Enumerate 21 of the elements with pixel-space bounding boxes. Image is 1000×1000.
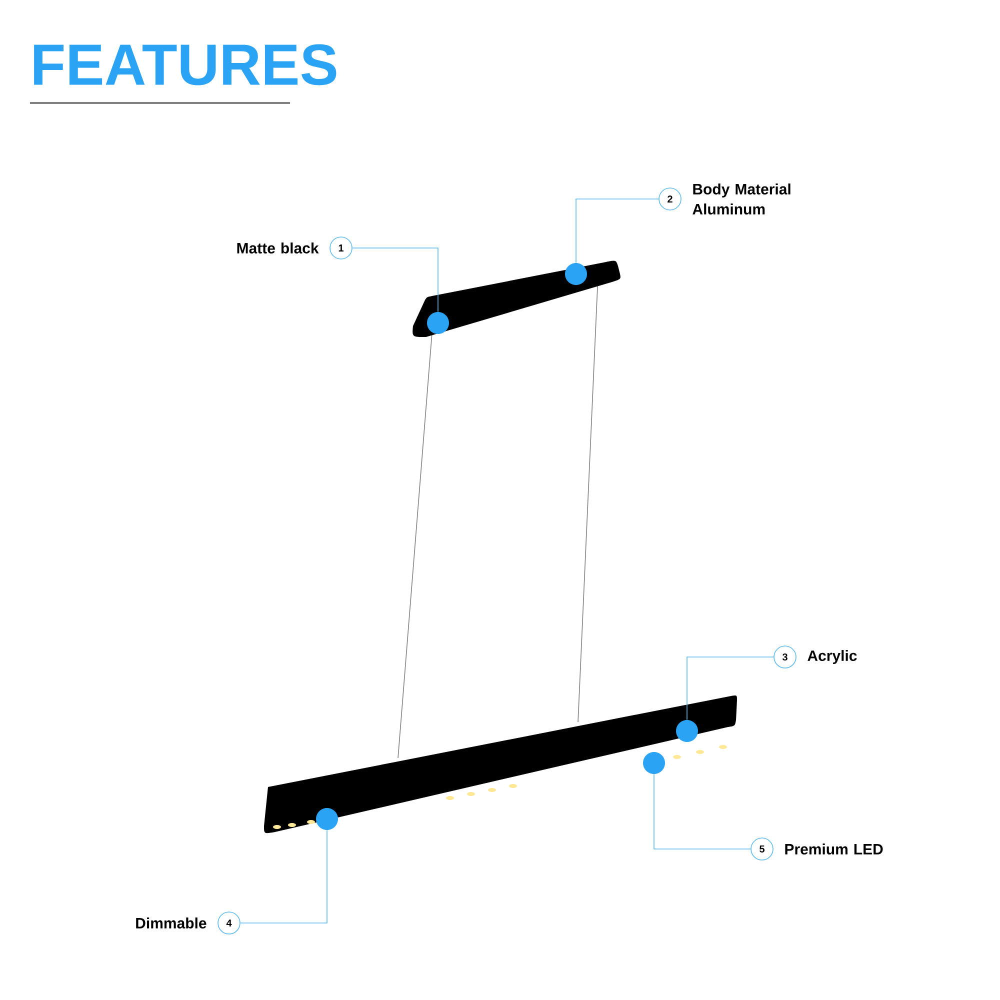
- callout-number: 2: [658, 188, 682, 210]
- marker-dot: [676, 720, 698, 742]
- marker-dot: [427, 312, 449, 334]
- callout-label: Matte black: [237, 242, 319, 254]
- marker-dot: [565, 263, 587, 285]
- marker-dot: [643, 752, 665, 774]
- leader-line: [240, 830, 328, 924]
- leader-line: [576, 198, 659, 264]
- callout-number: 3: [774, 646, 796, 668]
- title: FEATURES: [34, 44, 336, 86]
- callout-number: 1: [330, 236, 352, 260]
- marker-dot: [316, 808, 338, 830]
- leader-line: [686, 656, 774, 720]
- callout-label: Dimmable: [136, 918, 206, 929]
- callout-label: Acrylic: [808, 650, 857, 664]
- leader-line: [352, 248, 438, 312]
- callout-label: Premium LED: [785, 844, 883, 855]
- callout-label: Body Material Aluminum: [692, 184, 790, 214]
- leader-line: [654, 774, 751, 850]
- callout-number: 5: [750, 838, 774, 860]
- callout-number: 4: [218, 912, 240, 934]
